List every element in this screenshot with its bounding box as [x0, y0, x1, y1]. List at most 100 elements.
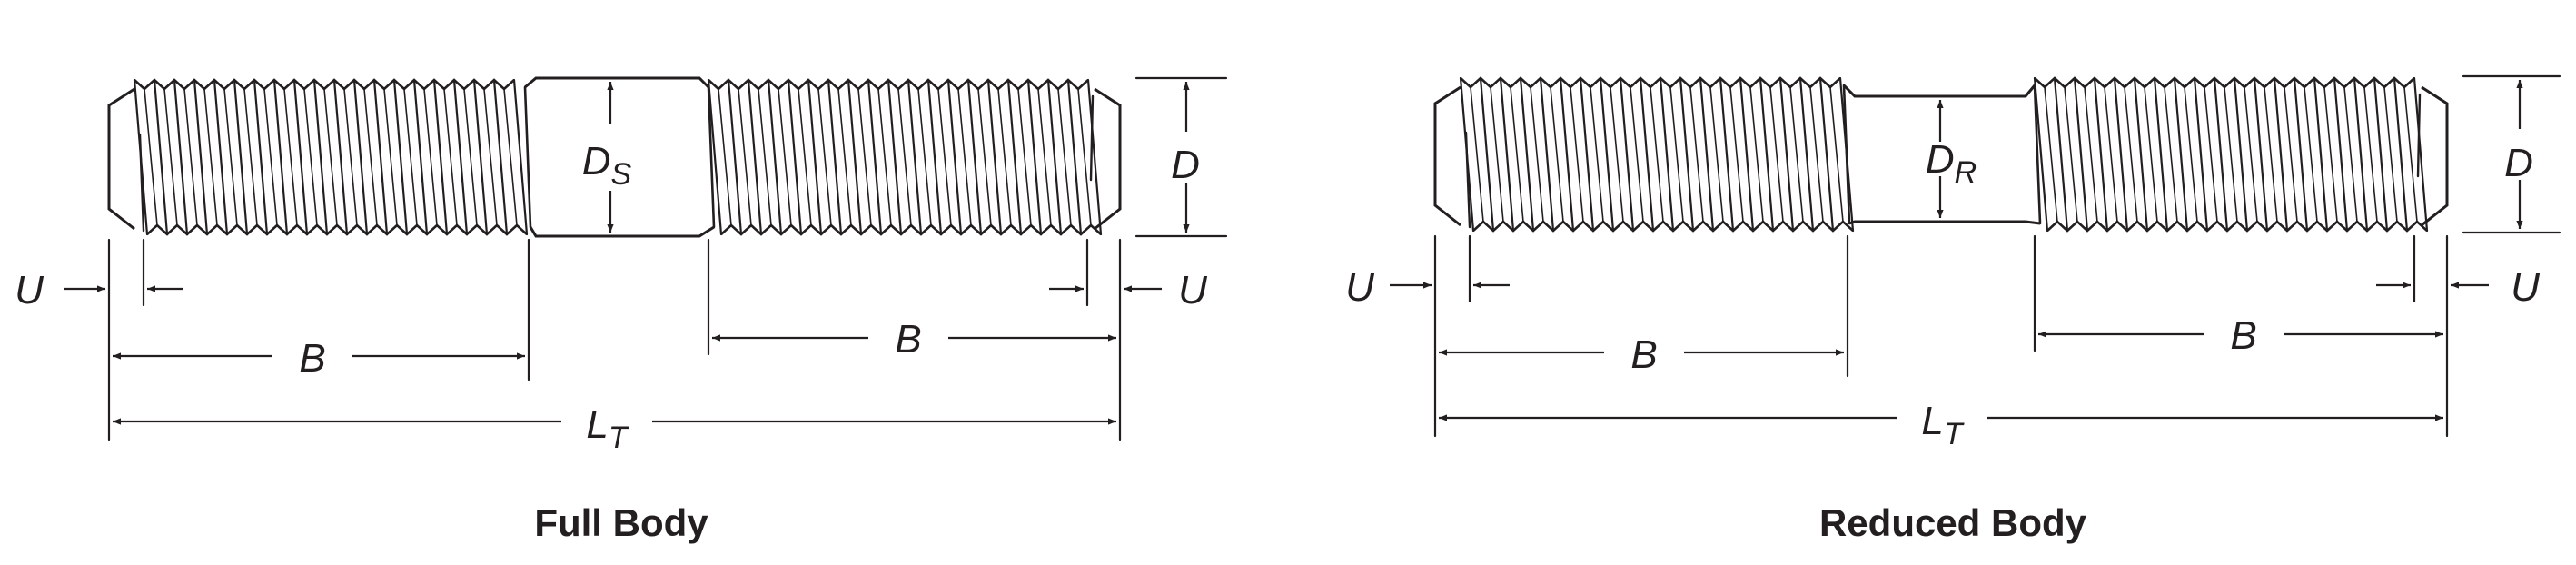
full-body-left-thread-root-line [443, 88, 458, 226]
reduced-body-right-thread-root-line [2264, 86, 2278, 223]
full-body-left-thread-line [233, 78, 249, 236]
reduced-body-left-thread-root-line [1709, 86, 1724, 223]
full-body-left-thread-root-line [144, 88, 158, 226]
full-body-right-thread-root-line [917, 88, 932, 226]
full-body-diagram: DS D U U B B LT Full Body [15, 76, 1228, 544]
reduced-body-right-thread-line [2153, 76, 2169, 233]
reduced-body-thread-diameter-label: D [2504, 141, 2533, 185]
reduced-body-left-thread-line [1539, 76, 1555, 233]
reduced-body-left-thread-line [1699, 76, 1715, 233]
reduced-body-right-thread-root-line [2164, 86, 2178, 223]
full-body-left-runout-line [138, 133, 145, 233]
reduced-body-left-thread-root-line [1590, 86, 1604, 223]
reduced-body-right-thread-root-line [2204, 86, 2218, 223]
reduced-body-shank-top-edge [1842, 84, 2036, 98]
full-body-left-thread-root-line [403, 88, 418, 226]
full-body-left-thread-line [193, 78, 209, 236]
full-body-right-thread-root-line [1057, 88, 1072, 226]
full-body-left-thread-line [392, 78, 409, 236]
reduced-body-right-thread-line [2333, 76, 2349, 233]
reduced-body-left-thread-root-line [1650, 86, 1664, 223]
full-body-thread-diameter-label: D [1171, 143, 1200, 187]
reduced-body-left-incomplete-thread-label: U [1345, 265, 1374, 310]
reduced-body-left-thread-line [1679, 76, 1695, 233]
full-body-left-thread-root-line [363, 88, 378, 226]
reduced-body-left-thread-root-line [1769, 86, 1784, 223]
full-body-left-thread-root-line [163, 88, 178, 226]
full-body-left-incomplete-thread-label: U [15, 268, 44, 312]
full-body-left-thread-root-line [383, 88, 398, 226]
reduced-body-stud-drawing [1390, 74, 2561, 438]
reduced-body-left-thread-root-line [1829, 86, 1844, 223]
reduced-body-left-thread-root-line [1729, 86, 1744, 223]
reduced-body-right-thread-root-line [2144, 86, 2158, 223]
reduced-body-left-thread-line [1579, 76, 1595, 233]
full-body-left-thread-root-line [183, 88, 198, 226]
full-body-left-thread-line [492, 78, 509, 236]
reduced-body-left-thread-line [1519, 76, 1535, 233]
reduced-body-right-thread-line [2173, 76, 2189, 233]
full-body-right-thread-root-line [937, 88, 952, 226]
full-body-left-thread-crest-top [134, 78, 515, 91]
reduced-body-right-thread-line [2413, 76, 2429, 233]
full-body-left-thread-root-line [203, 88, 218, 226]
reduced-body-right-thread-line [2233, 76, 2249, 233]
reduced-body-left-thread-line [1599, 76, 1615, 233]
full-body-left-thread-line [153, 78, 169, 236]
full-body-right-thread-root-line [1037, 88, 1052, 226]
reduced-body-left-thread-crest-top [1460, 76, 1841, 89]
full-body-right-thread-line [1026, 78, 1043, 236]
full-body-left-thread-root-line [323, 88, 338, 226]
full-body-right-thread-line [907, 78, 923, 236]
reduced-body-right-thread-root-line [2104, 86, 2118, 223]
full-body-right-thread-root-line [877, 88, 892, 226]
full-body-right-thread-line [767, 78, 783, 236]
reduced-body-left-thread-crest-bottom [1472, 220, 1854, 233]
reduced-body-left-thread-root-line [1789, 86, 1804, 223]
reduced-body-total-length-label: LT [1921, 399, 1964, 451]
reduced-body-right-thread-root-line [2124, 86, 2138, 223]
full-body-left-thread-root-line [303, 88, 318, 226]
full-body-right-thread-root-line [1077, 88, 1092, 226]
reduced-body-left-thread-root-line [1530, 86, 1544, 223]
reduced-body-left-thread-line [1619, 76, 1635, 233]
reduced-body-shank-diameter-label: DR [1926, 137, 1977, 190]
reduced-body-right-thread-root-line [2323, 86, 2338, 223]
full-body-right-thread-root-line [997, 88, 1012, 226]
full-body-right-thread-line [1006, 78, 1023, 236]
reduced-body-left-thread-root-line [1570, 86, 1584, 223]
reduced-body-right-thread-line [2053, 76, 2069, 233]
reduced-body-right-chamfer-end [2421, 85, 2449, 227]
reduced-body-left-thread-root-line [1510, 86, 1524, 223]
full-body-right-thread-line [1046, 78, 1063, 236]
reduced-body-left-thread-line [1719, 76, 1735, 233]
reduced-body-left-thread-line [1818, 76, 1835, 233]
full-body-left-thread-root-line [243, 88, 258, 226]
full-body-right-thread-length-label: B [895, 317, 921, 362]
full-body-right-thread-root-line [897, 88, 912, 226]
full-body-left-thread-crest-bottom [146, 223, 528, 236]
reduced-body-left-thread-root-line [1470, 86, 1484, 223]
full-body-left-thread-line [253, 78, 269, 236]
full-body-left-thread-line [372, 78, 389, 236]
full-body-right-thread-line [887, 78, 903, 236]
reduced-body-right-thread-root-line [2343, 86, 2358, 223]
reduced-body-shank-right-transition [2033, 84, 2042, 225]
full-body-left-thread-line [312, 78, 329, 236]
reduced-body-left-thread-line [1499, 76, 1515, 233]
reduced-body-right-thread-line [2293, 76, 2309, 233]
full-body-shank-bottom-edge [529, 225, 715, 238]
full-body-left-thread-root-line [263, 88, 278, 226]
full-body-right-thread-line [867, 78, 883, 236]
reduced-body-left-thread-root-line [1749, 86, 1764, 223]
full-body-left-thread-line [432, 78, 449, 236]
full-body-left-thread-line [472, 78, 489, 236]
full-body-left-thread-line [352, 78, 369, 236]
full-body-right-incomplete-thread-label: U [1178, 268, 1207, 312]
full-body-left-thread-root-line [423, 88, 438, 226]
reduced-body-right-thread-line [2393, 76, 2409, 233]
reduced-body-left-thread-length-label: B [1630, 332, 1657, 377]
reduced-body-right-thread-length-label: B [2230, 313, 2256, 358]
full-body-right-thread-line [747, 78, 763, 236]
